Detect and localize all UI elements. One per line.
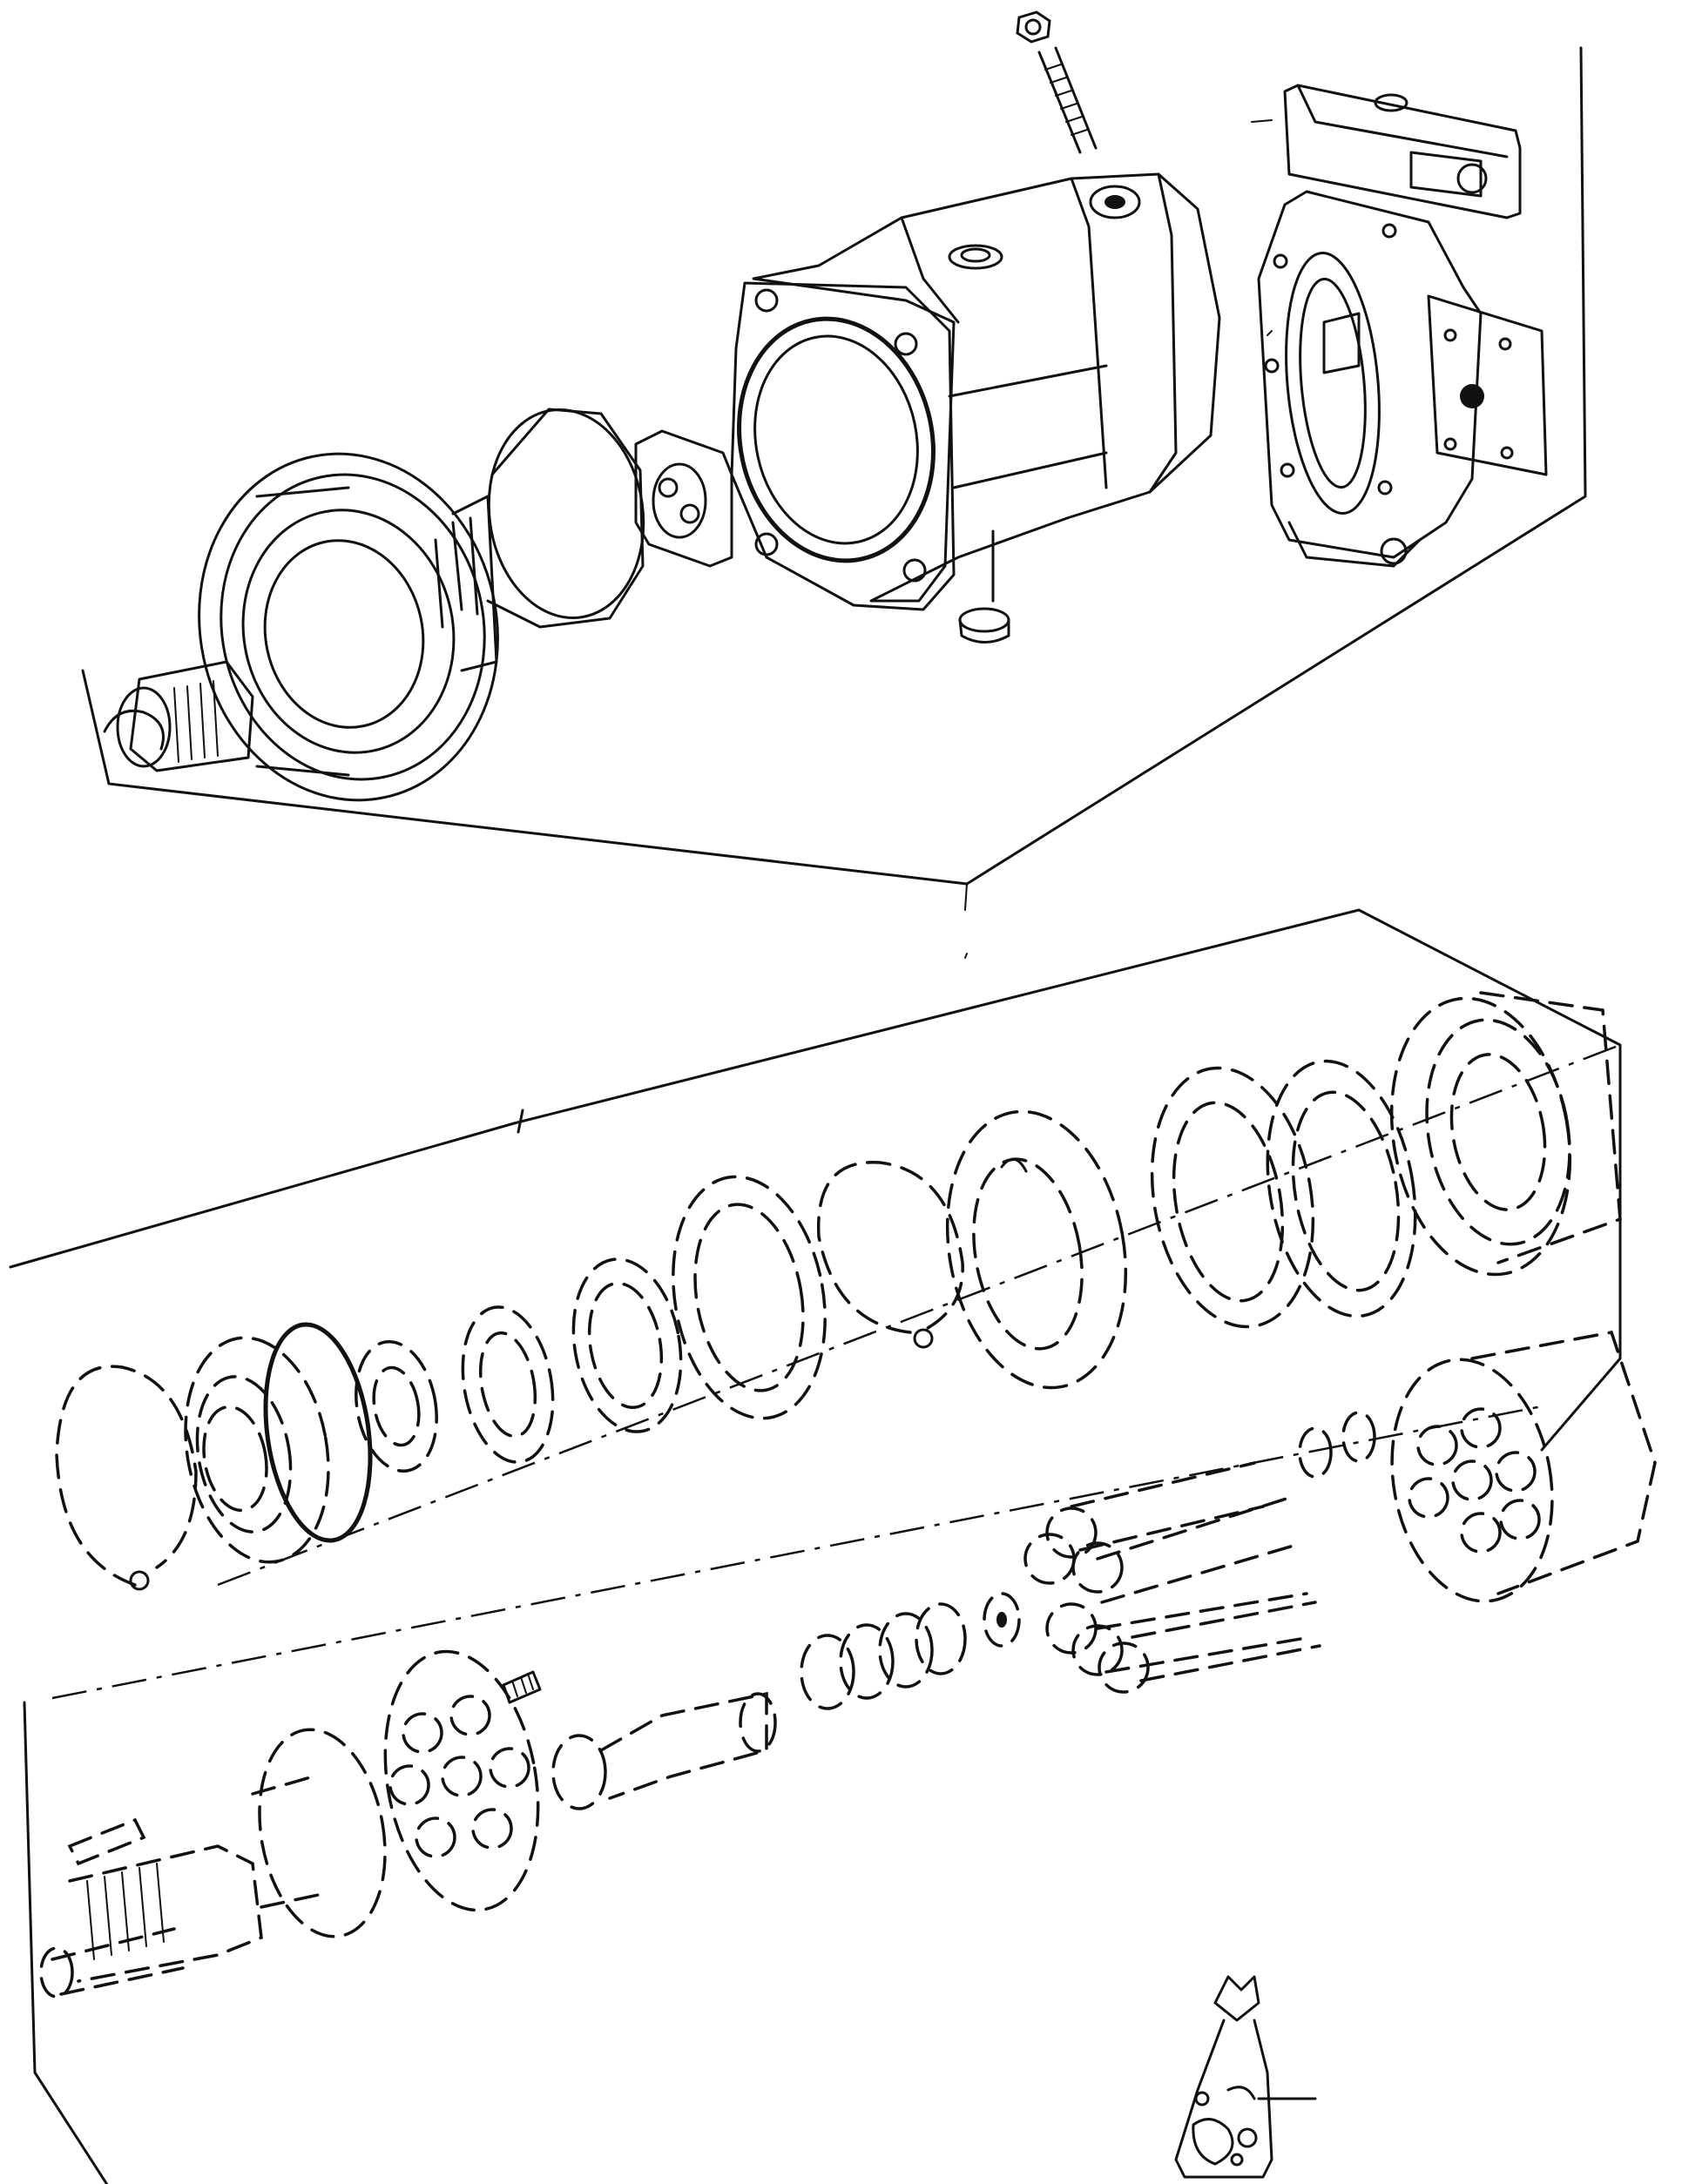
ball-bearing-icon [571,1257,683,1433]
stud-bolt-icon [1037,46,1098,154]
retaining-ring-icon [55,1365,198,1591]
hex-nut-icon [1016,10,1051,44]
piston-set-icon [1023,1461,1321,1694]
key-icon [67,1817,146,1866]
center-pin-icon [551,1691,777,1810]
drive-shaft-icon [39,1728,387,1999]
upper-assembly-panel [81,46,1587,911]
shim-washer-icon [672,1175,827,1420]
lower-assembly-panel [9,908,1622,2184]
valve-plate-icon [634,429,733,568]
bearing-race-icon [1150,1059,1417,1329]
lock-nut-icon [461,1305,555,1464]
retaining-plate-icon [383,1649,540,1912]
center-pin-spring-icon [800,1602,967,1710]
seal-kit-bag-icon [1174,1975,1317,2179]
spacer-ring-icon [945,1109,1128,1390]
plug-icon [958,607,1010,644]
control-housing-icon [1257,84,1548,568]
tapered-bearing-icon [1389,991,1622,1277]
motor-housing-icon [730,172,1221,611]
set-screw-icon [502,1670,542,1704]
small-washers-icon [983,1411,1376,1648]
reference-ticks [964,119,1273,959]
o-ring-icon [263,1322,373,1543]
seal-carrier-icon [184,1336,330,1564]
cylinder-block-icon [1390,1330,1657,1603]
circlip-icon [816,1161,964,1349]
rotating-group-icon [103,408,645,802]
shaft-seal-icon [355,1339,438,1473]
